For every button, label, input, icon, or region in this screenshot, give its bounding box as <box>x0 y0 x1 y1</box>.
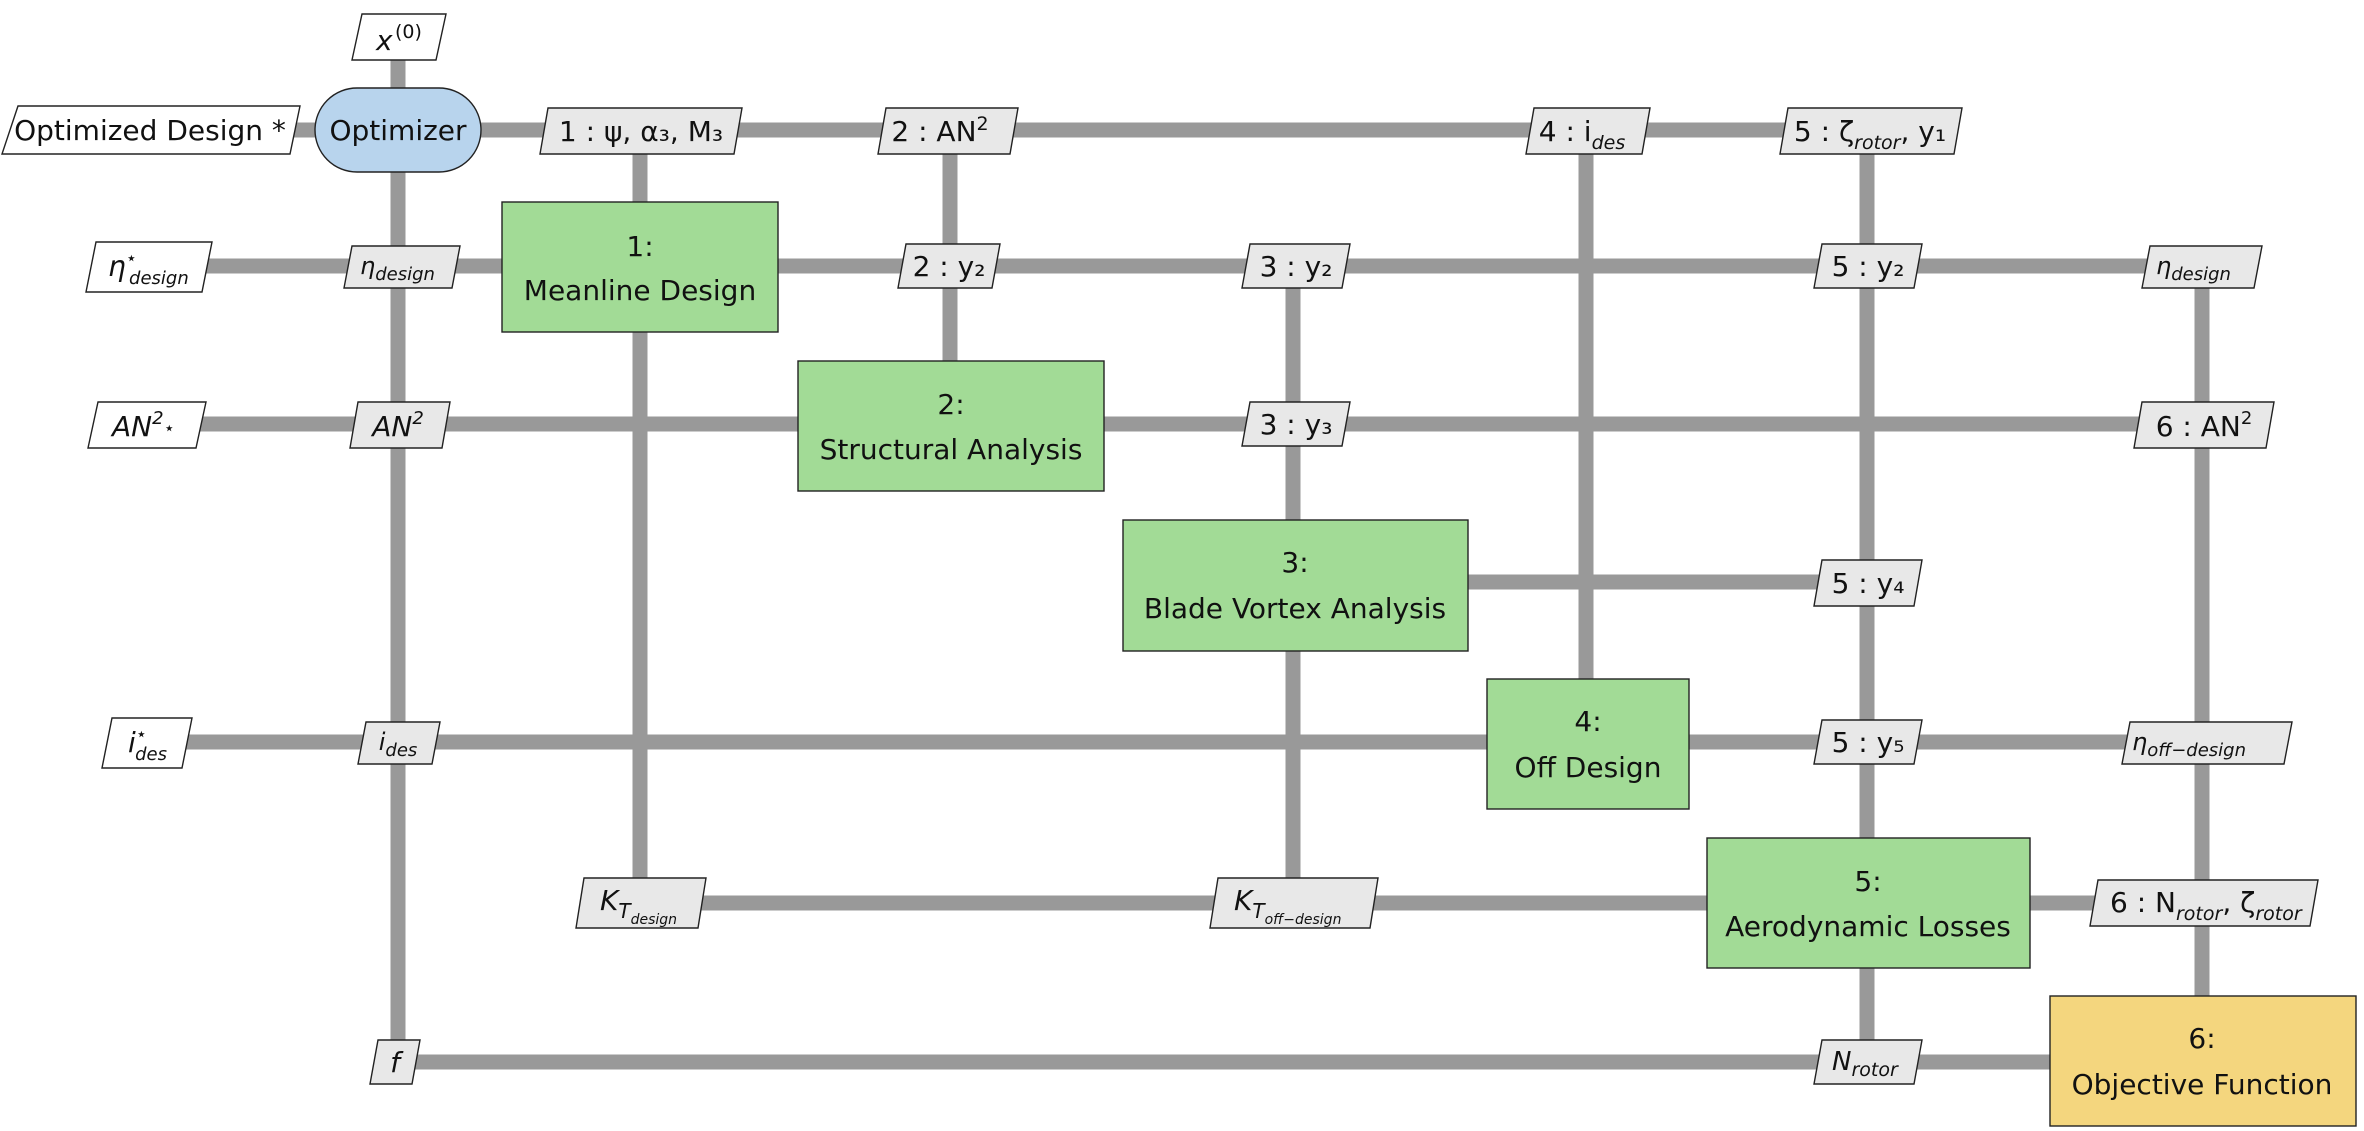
svg-text:5 : ζrotor, y₁: 5 : ζrotor, y₁ <box>1794 115 1946 154</box>
svg-text:6:: 6: <box>2188 1022 2215 1055</box>
data-kt-off-design: KToff−design <box>1209 877 1379 929</box>
off-design-component[interactable]: 4: Off Design <box>1486 678 1690 810</box>
input-i-des: i⋆des <box>101 717 193 769</box>
svg-text:η⋆design: η⋆design <box>108 248 189 289</box>
optimizer-node[interactable]: Optimizer <box>314 87 482 173</box>
svg-text:Blade Vortex Analysis: Blade Vortex Analysis <box>1144 592 1446 625</box>
svg-text:2:: 2: <box>937 388 964 421</box>
data-n-rotor: Nrotor <box>1813 1039 1923 1085</box>
data-offdesign-to-objective: ηoff−design <box>2121 721 2293 765</box>
svg-text:KTdesign: KTdesign <box>600 884 677 928</box>
svg-text:x: x <box>375 24 393 57</box>
svg-text:2 : AN2: 2 : AN2 <box>891 113 988 148</box>
svg-text:3 : y₂: 3 : y₂ <box>1260 250 1333 283</box>
optimized-design-output: Optimized Design * <box>1 105 301 155</box>
svg-text:5 : y₂: 5 : y₂ <box>1832 250 1905 283</box>
svg-text:Objective Function: Objective Function <box>2072 1068 2333 1101</box>
initial-design-input: x (0) <box>351 13 447 61</box>
data-meanline-to-structural: 2 : y₂ <box>897 243 1001 289</box>
data-i-des-opt: ides <box>357 721 441 765</box>
svg-text:Aerodynamic Losses: Aerodynamic Losses <box>1725 910 2011 943</box>
blade-vortex-component[interactable]: 3: Blade Vortex Analysis <box>1122 519 1469 652</box>
svg-text:KToff−design: KToff−design <box>1234 884 1341 928</box>
data-an2-opt: AN2 <box>349 401 451 449</box>
svg-text:Optimized Design *: Optimized Design * <box>14 114 286 147</box>
svg-text:Meanline Design: Meanline Design <box>524 274 756 307</box>
svg-text:3 : y₃: 3 : y₃ <box>1260 408 1333 441</box>
aerodynamic-losses-component[interactable]: 5: Aerodynamic Losses <box>1706 837 2031 969</box>
svg-text:Nrotor: Nrotor <box>1832 1047 1899 1081</box>
svg-text:AN2⋆: AN2⋆ <box>110 408 175 443</box>
data-opt-to-losses: 5 : ζrotor, y₁ <box>1779 107 1963 155</box>
data-meanline-to-objective: ηdesign <box>2141 245 2263 289</box>
data-offdesign-to-losses: 5 : y₅ <box>1813 719 1923 765</box>
svg-text:(0): (0) <box>395 21 422 43</box>
input-eta-design: η⋆design <box>85 241 213 293</box>
svg-text:5 : y₅: 5 : y₅ <box>1832 726 1905 759</box>
svg-text:ηdesign: ηdesign <box>360 252 435 285</box>
svg-text:1 : ψ, α₃, M₃: 1 : ψ, α₃, M₃ <box>559 115 723 148</box>
svg-text:5:: 5: <box>1854 865 1881 898</box>
svg-text:2 : y₂: 2 : y₂ <box>913 250 986 283</box>
svg-text:6 : Nrotor, ζrotor: 6 : Nrotor, ζrotor <box>2110 886 2303 925</box>
data-meanline-to-losses: 5 : y₂ <box>1813 243 1923 289</box>
svg-text:6 : AN2: 6 : AN2 <box>2156 408 2253 443</box>
data-objective-f: f <box>369 1039 421 1085</box>
svg-text:4 : ides: 4 : ides <box>1539 115 1626 154</box>
data-structural-to-objective: 6 : AN2 <box>2133 401 2275 449</box>
data-eta-design-opt: ηdesign <box>343 245 461 289</box>
input-an2: AN2⋆ <box>87 401 207 449</box>
data-opt-to-meanline: 1 : ψ, α₃, M₃ <box>539 107 743 155</box>
meanline-design-component[interactable]: 1: Meanline Design <box>501 201 779 333</box>
svg-text:Structural Analysis: Structural Analysis <box>820 433 1083 466</box>
svg-text:ηdesign: ηdesign <box>2156 252 2231 285</box>
data-kt-design: KTdesign <box>575 877 707 929</box>
svg-text:ides: ides <box>379 728 418 761</box>
data-meanline-to-vortex: 3 : y₂ <box>1241 243 1351 289</box>
data-losses-to-objective: 6 : Nrotor, ζrotor <box>2089 879 2319 927</box>
svg-text:4:: 4: <box>1574 705 1601 738</box>
data-opt-to-structural: 2 : AN2 <box>877 107 1019 155</box>
structural-analysis-component[interactable]: 2: Structural Analysis <box>797 360 1105 492</box>
svg-text:ηoff−design: ηoff−design <box>2132 728 2246 761</box>
objective-function-component[interactable]: 6: Objective Function <box>2049 995 2357 1127</box>
svg-text:5 : y₄: 5 : y₄ <box>1832 567 1905 600</box>
svg-text:AN2: AN2 <box>370 408 424 443</box>
svg-text:i⋆des: i⋆des <box>128 724 167 765</box>
svg-text:3:: 3: <box>1281 546 1308 579</box>
data-vortex-to-losses: 5 : y₄ <box>1813 559 1923 607</box>
data-structural-to-vortex: 3 : y₃ <box>1241 401 1351 447</box>
data-opt-to-offdesign: 4 : ides <box>1525 107 1651 155</box>
svg-text:1:: 1: <box>626 230 653 263</box>
svg-text:Optimizer: Optimizer <box>329 114 467 147</box>
svg-text:Off Design: Off Design <box>1515 751 1662 784</box>
